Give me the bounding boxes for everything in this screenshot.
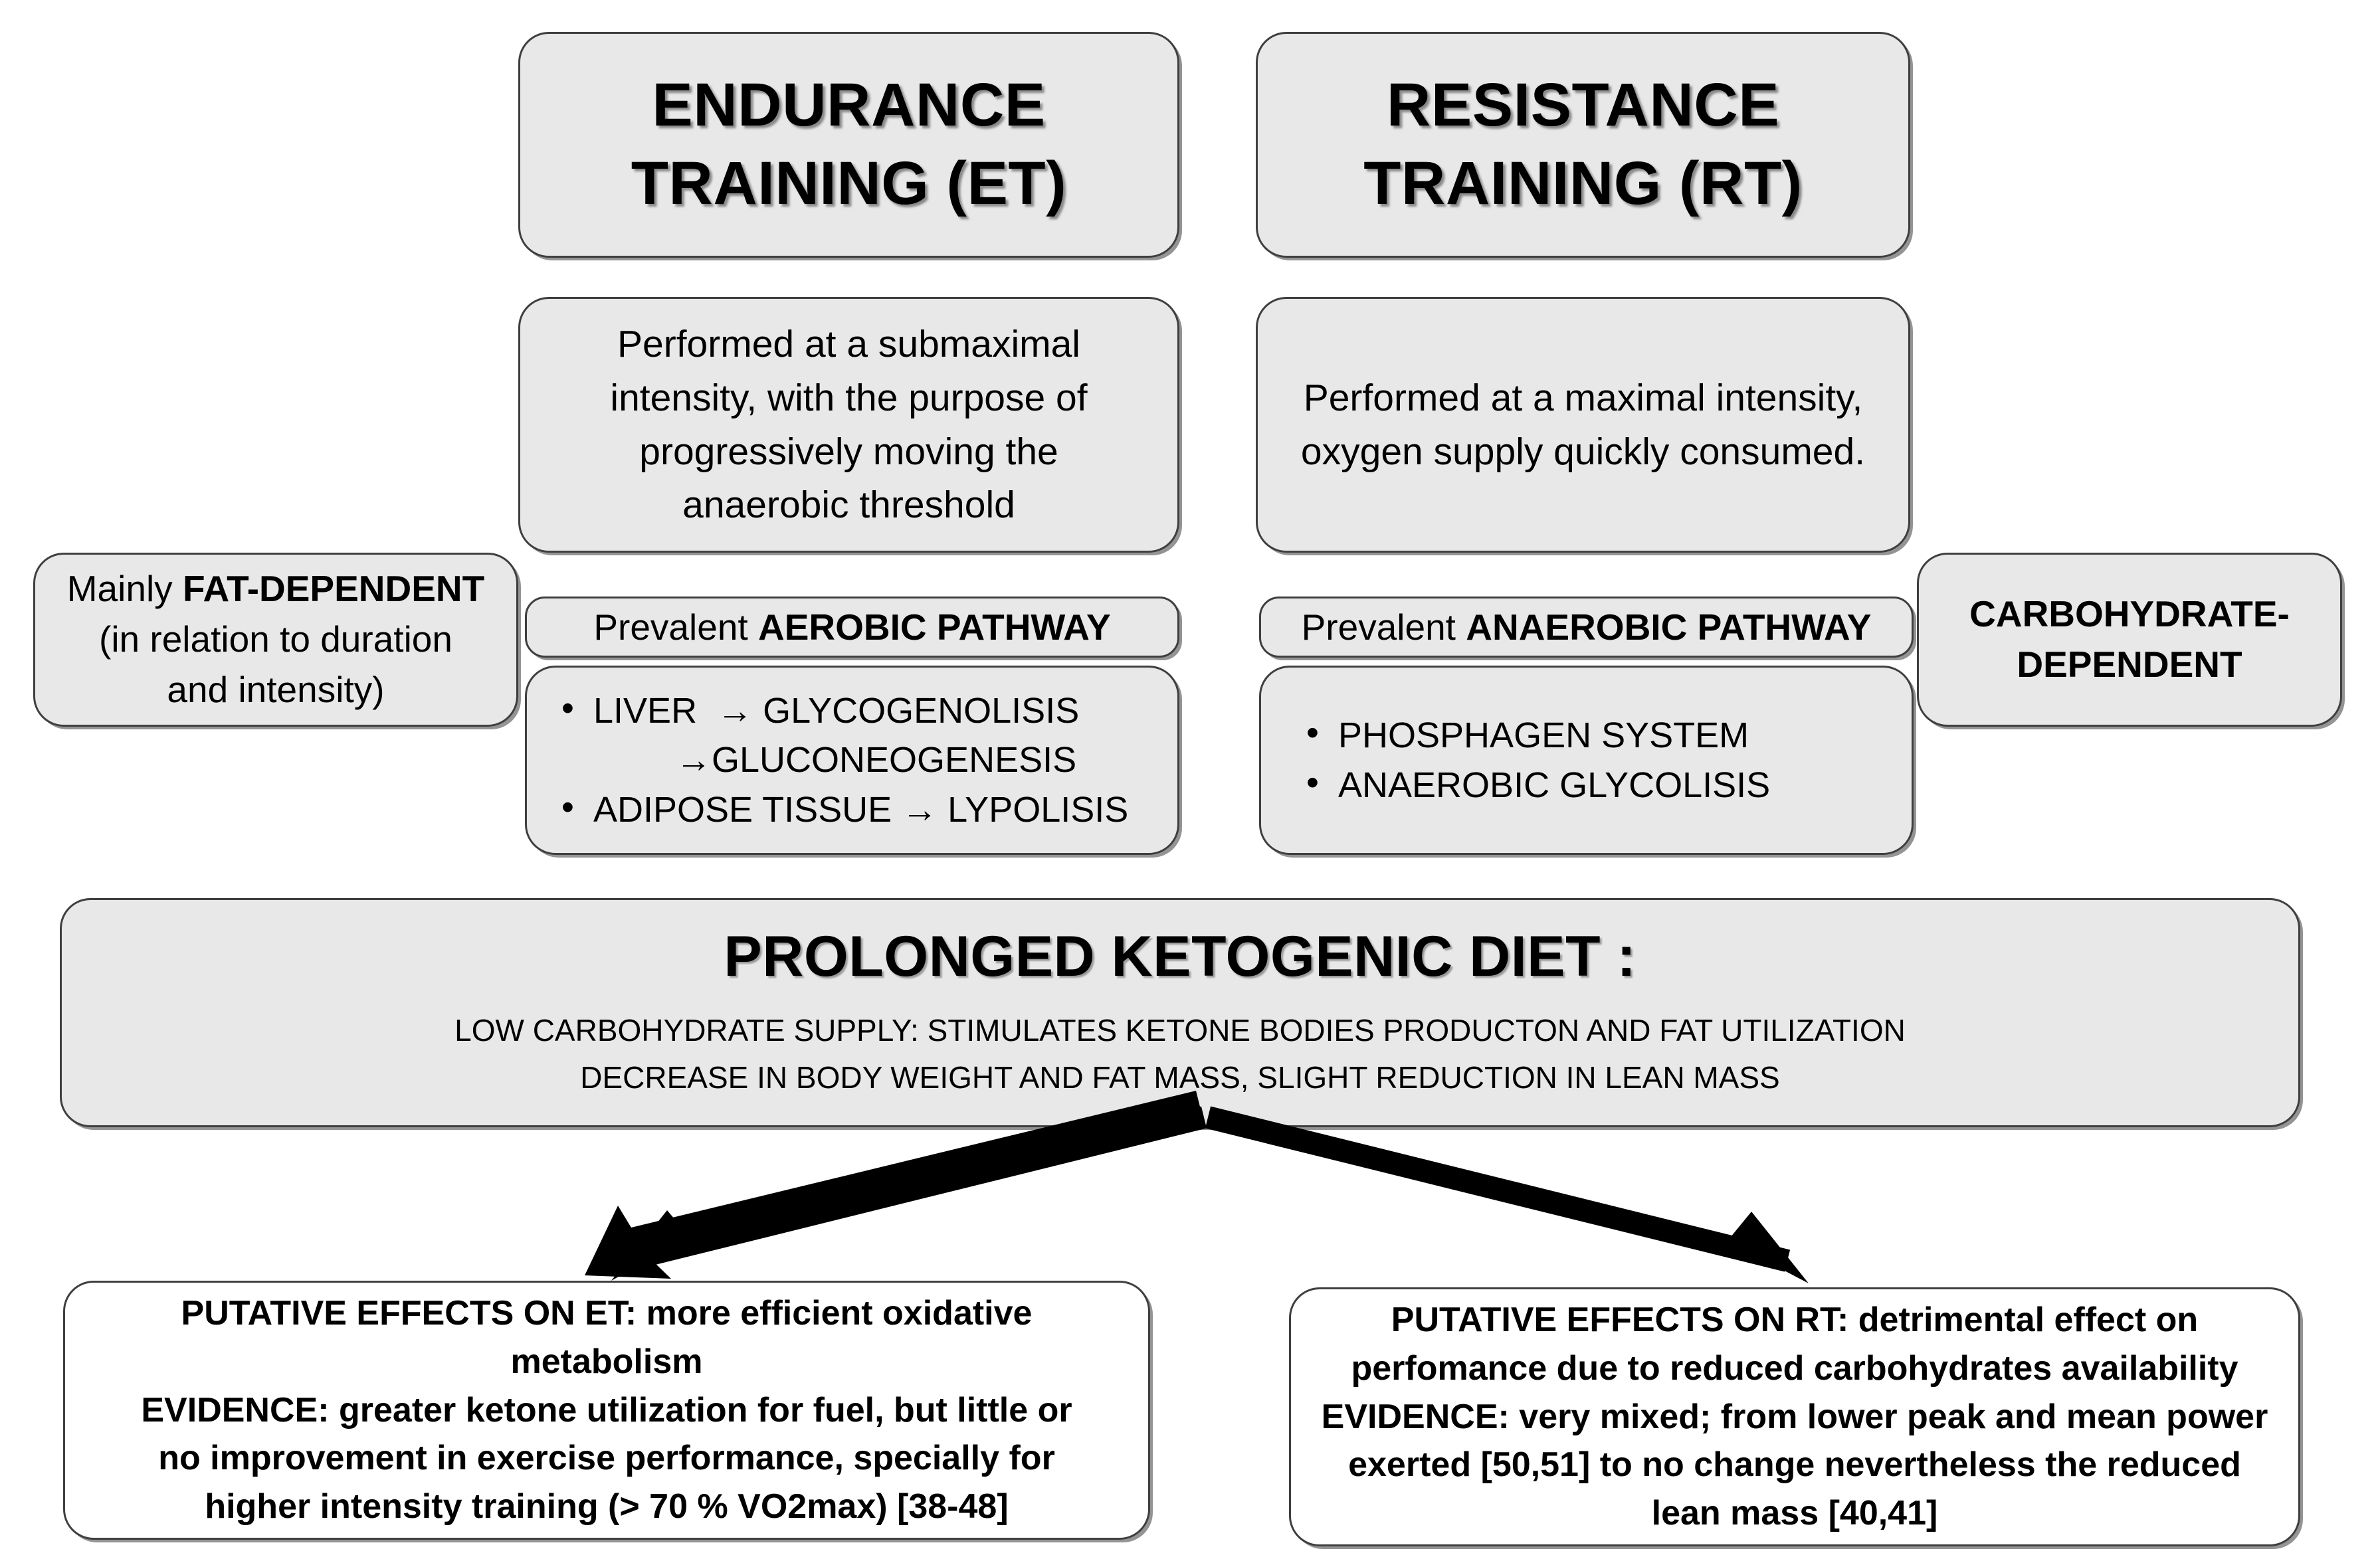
endurance-desc-line-2: intensity, with the purpose of [610, 376, 1088, 419]
effects-et-line-4: no improvement in exercise performance, … [158, 1439, 1055, 1478]
effects-rt-line-4: exerted [50,51] to no change nevertheles… [1348, 1445, 2241, 1485]
list-item: ADIPOSE TISSUE → LYPOLISIS [556, 784, 1157, 833]
carbohydrate-dependent-line-1: CARBOHYDRATE- [1969, 593, 2290, 635]
aerobic-bullet-list: LIVER → GLYCOGENOLISIS →GLUCONEOGENESIS … [556, 685, 1157, 836]
endurance-desc-line-1: Performed at a submaximal [617, 322, 1080, 365]
effects-rt-line-3: EVIDENCE: very mixed; from lower peak an… [1321, 1397, 2268, 1436]
list-item: LIVER → GLYCOGENOLISIS [556, 685, 1157, 734]
aerobic-pathway-label: Prevalent AEROBIC PATHWAY [593, 606, 1111, 648]
endurance-title-line-2: TRAINING (ET) [631, 149, 1067, 217]
effects-et-line-3: EVIDENCE: greater ketone utilization for… [141, 1390, 1072, 1429]
resistance-description-box: Performed at a maximal intensity, oxygen… [1256, 297, 1910, 553]
prolonged-ketogenic-diet-box: PROLONGED KETOGENIC DIET : LOW CARBOHYDR… [60, 898, 2300, 1127]
anaerobic-pathway-label: Prevalent ANAEROBIC PATHWAY [1301, 606, 1872, 648]
resistance-title-line-1: RESISTANCE [1386, 71, 1780, 139]
fat-dependent-box: Mainly FAT-DEPENDENT (in relation to dur… [33, 553, 518, 727]
anaerobic-bullet-list: PHOSPHAGEN SYSTEM ANAEROBIC GLYCOLISIS [1301, 709, 1892, 810]
list-item: PHOSPHAGEN SYSTEM [1301, 709, 1892, 759]
resistance-desc-line-2: oxygen supply quickly consumed. [1300, 430, 1866, 473]
effects-et-line-2: metabolism [510, 1342, 703, 1381]
keto-line-2: DECREASE IN BODY WEIGHT AND FAT MASS, SL… [580, 1060, 1780, 1095]
fat-dependent-line-2: (in relation to duration [99, 618, 452, 660]
carbohydrate-dependent-line-2: DEPENDENT [2017, 644, 2242, 685]
endurance-title-line-1: ENDURANCE [652, 71, 1046, 139]
effects-rt-line-2: perfomance due to reduced carbohydrates … [1351, 1348, 2238, 1388]
carbohydrate-dependent-box: CARBOHYDRATE- DEPENDENT [1917, 553, 2342, 727]
arrow-to-rt-effects [1205, 1106, 1809, 1283]
list-item: ANAEROBIC GLYCOLISIS [1301, 759, 1892, 808]
aerobic-pathway-bar: Prevalent AEROBIC PATHWAY [525, 597, 1179, 658]
keto-line-1: LOW CARBOHYDRATE SUPPLY: STIMULATES KETO… [454, 1012, 1906, 1048]
putative-effects-rt-box: PUTATIVE EFFECTS ON RT: detrimental effe… [1289, 1287, 2300, 1546]
effects-et-line-5: higher intensity training (> 70 % VO2max… [205, 1487, 1009, 1526]
endurance-desc-line-3: progressively moving the [639, 430, 1058, 473]
resistance-title-line-2: TRAINING (RT) [1363, 149, 1803, 217]
effects-et-line-1: PUTATIVE EFFECTS ON ET: more efficient o… [181, 1294, 1033, 1333]
endurance-training-title-box: ENDURANCE TRAINING (ET) [518, 32, 1179, 258]
putative-effects-et-box: PUTATIVE EFFECTS ON ET: more efficient o… [63, 1281, 1150, 1540]
effects-rt-line-1: PUTATIVE EFFECTS ON RT: detrimental effe… [1391, 1301, 2199, 1340]
endurance-description-box: Performed at a submaximal intensity, wit… [518, 297, 1179, 553]
fat-dependent-line-3: and intensity) [167, 668, 385, 710]
anaerobic-pathway-bullets-box: PHOSPHAGEN SYSTEM ANAEROBIC GLYCOLISIS [1259, 666, 1914, 855]
fat-dependent-line-1: Mainly FAT-DEPENDENT [66, 568, 485, 610]
anaerobic-pathway-bar: Prevalent ANAEROBIC PATHWAY [1259, 597, 1914, 658]
keto-title: PROLONGED KETOGENIC DIET : [724, 924, 1636, 988]
endurance-desc-line-4: anaerobic threshold [682, 484, 1015, 527]
resistance-training-title-box: RESISTANCE TRAINING (RT) [1256, 32, 1910, 258]
list-item: →GLUCONEOGENESIS [676, 740, 1077, 781]
effects-rt-line-5: lean mass [40,41] [1651, 1494, 1938, 1533]
resistance-desc-line-1: Performed at a maximal intensity, [1303, 376, 1863, 419]
aerobic-pathway-bullets-box: LIVER → GLYCOGENOLISIS →GLUCONEOGENESIS … [525, 666, 1179, 855]
